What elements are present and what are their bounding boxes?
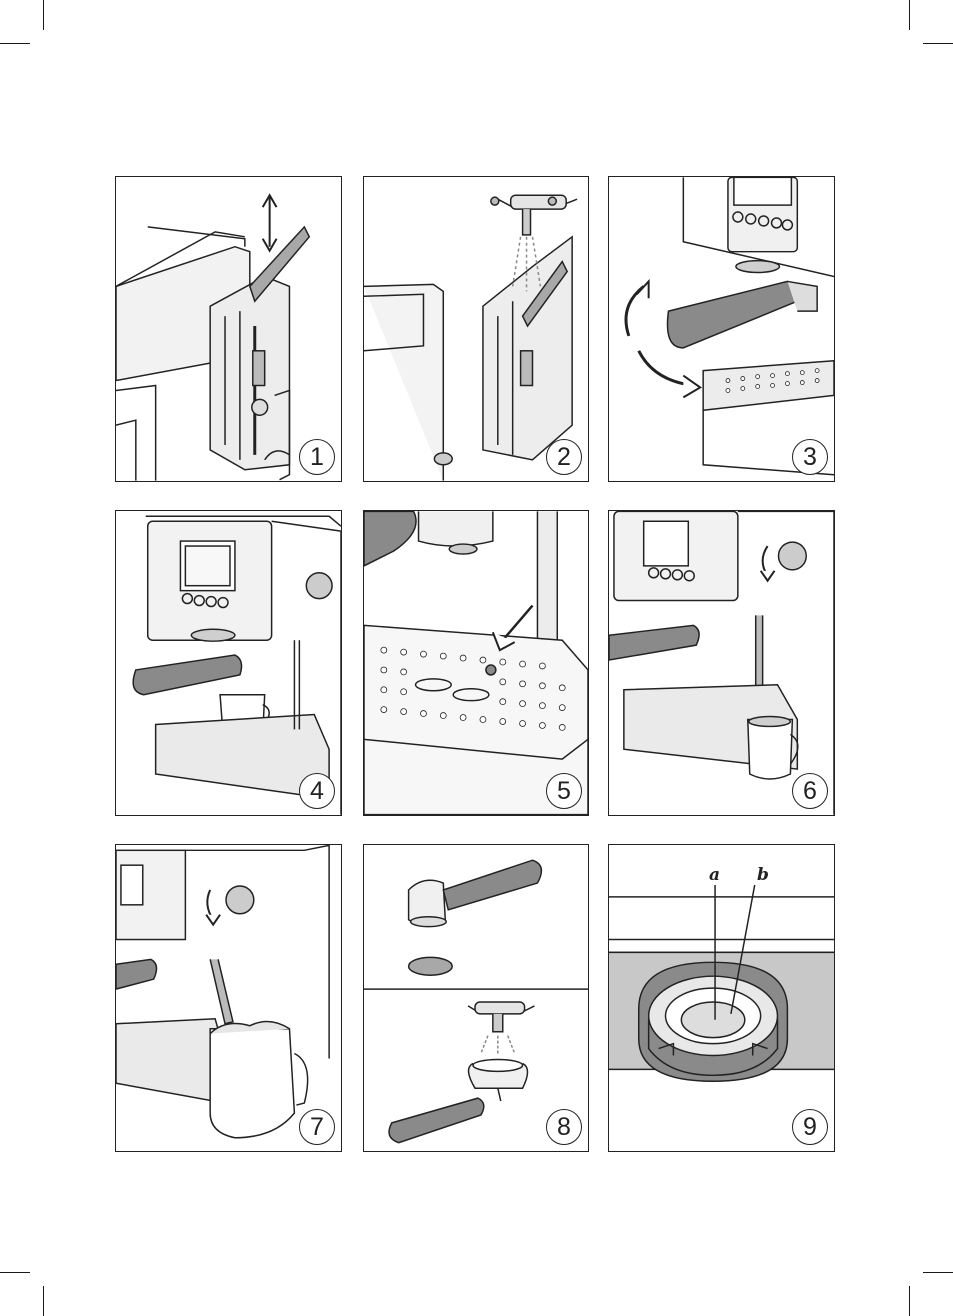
panel-step-1: 1 xyxy=(115,176,342,482)
crop-mark xyxy=(0,43,30,44)
crop-mark xyxy=(0,1272,30,1273)
crop-mark xyxy=(909,0,910,30)
label-b: b xyxy=(757,865,769,885)
step-number-badge: 2 xyxy=(546,439,582,475)
step-number-badge: 6 xyxy=(792,773,828,809)
step-number-badge: 3 xyxy=(792,439,828,475)
water-tank-removal-illustration xyxy=(116,177,341,481)
hot-water-dispensing-illustration xyxy=(609,511,834,815)
step-number-badge: 4 xyxy=(299,773,335,809)
label-a: a xyxy=(709,865,720,885)
filter-cleaning-illustration xyxy=(364,845,588,1151)
panel-step-7: 7 xyxy=(115,844,342,1152)
panel-step-3: 3 xyxy=(608,176,835,482)
crop-mark xyxy=(43,1286,44,1316)
panel-step-5: 5 xyxy=(363,510,589,816)
panel-step-9: a b 9 xyxy=(608,844,835,1152)
step-number-badge: 7 xyxy=(299,1109,335,1145)
step-number-badge: 9 xyxy=(792,1109,828,1145)
crop-mark xyxy=(43,0,44,30)
crop-mark xyxy=(923,1272,953,1273)
panel-step-8: 8 xyxy=(363,844,589,1152)
filter-holder-rotation-illustration xyxy=(609,177,834,481)
crop-mark xyxy=(923,43,953,44)
step-number-badge: 1 xyxy=(299,439,335,475)
step-number-badge: 8 xyxy=(546,1109,582,1145)
milk-frothing-illustration xyxy=(116,845,341,1151)
panel-step-2: 2 xyxy=(363,176,589,482)
crop-mark xyxy=(909,1286,910,1316)
water-tank-filling-illustration xyxy=(364,177,588,481)
espresso-brewing-illustration xyxy=(116,511,341,815)
filter-detail-illustration xyxy=(609,845,834,1151)
step-number-badge: 5 xyxy=(546,773,582,809)
panel-step-6: 6 xyxy=(608,510,835,816)
drip-tray-indicator-illustration xyxy=(364,511,588,815)
panel-step-4: 4 xyxy=(115,510,342,816)
